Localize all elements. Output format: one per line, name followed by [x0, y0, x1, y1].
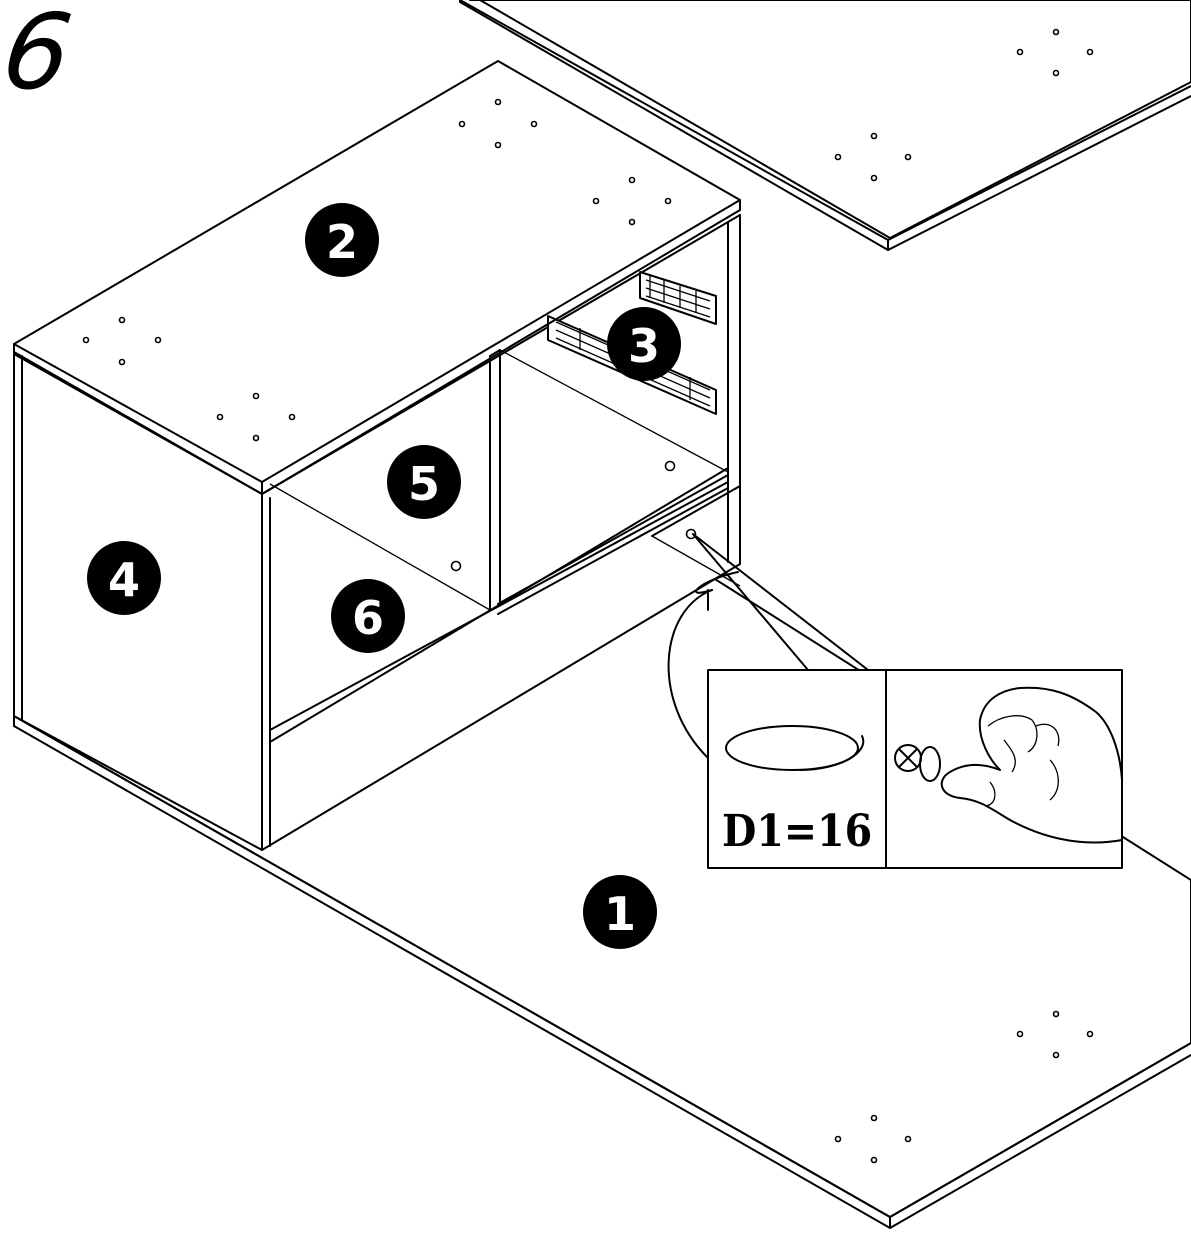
dowel-holes: [82, 98, 672, 442]
svg-text:3: 3: [628, 319, 660, 373]
screw-head-icon: [894, 744, 941, 782]
top-panel: [13, 60, 741, 495]
svg-text:1: 1: [604, 887, 636, 941]
cover-cap-icon: [725, 725, 865, 771]
part-label-4: 4: [87, 541, 161, 615]
dowel-holes: [834, 1010, 1094, 1164]
detail-callout: D1=16: [707, 669, 1123, 869]
cabinet-interior: [261, 214, 741, 851]
part-label-6: 6: [331, 579, 405, 653]
part-label-1: 1: [583, 875, 657, 949]
svg-text:4: 4: [108, 553, 140, 607]
callout-leader: [692, 533, 869, 671]
part-label-5: 5: [387, 445, 461, 519]
svg-text:5: 5: [408, 457, 440, 511]
part-label-2: 2: [305, 203, 379, 277]
hand-icon: [940, 686, 1123, 844]
dowel-holes: [834, 28, 1094, 182]
loose-panel-top: [459, 0, 1191, 251]
spec-label: D1=16: [722, 805, 872, 857]
svg-text:6: 6: [352, 591, 384, 645]
svg-text:2: 2: [326, 215, 358, 269]
part-label-3: 3: [607, 307, 681, 381]
